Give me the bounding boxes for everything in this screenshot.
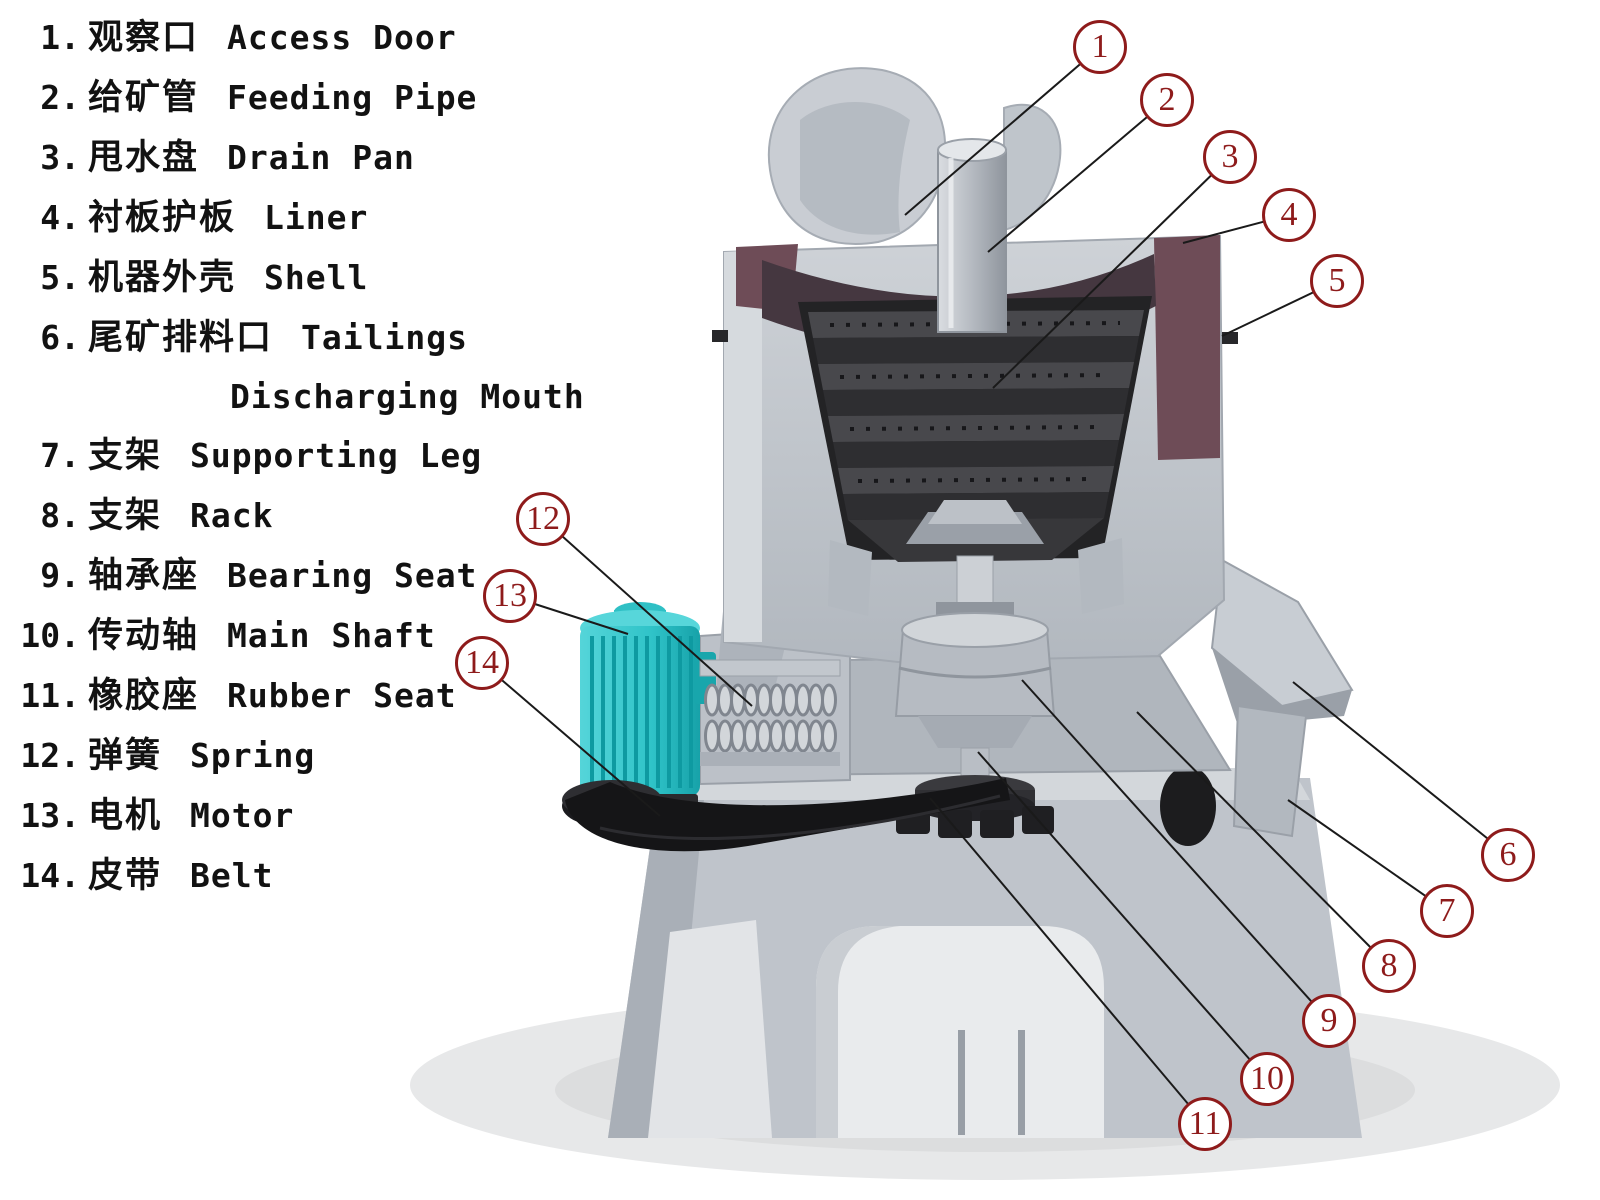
legend-number: 8.: [40, 496, 80, 535]
legend-number: 7.: [40, 436, 80, 475]
legend-zh: 支架: [88, 496, 163, 535]
legend: 1. 观察口 Access Door 2. 给矿管 Feeding Pipe 3…: [14, 8, 585, 906]
legend-item-shell: 5. 机器外壳 Shell: [14, 248, 585, 308]
legend-en: Liner: [264, 198, 369, 237]
callout-6-label: 6: [1499, 836, 1517, 873]
callout-2: 2: [1140, 73, 1194, 127]
drain-pan: [767, 67, 1062, 245]
legend-item-bearing-seat: 9. 轴承座 Bearing Seat: [14, 546, 585, 606]
legend-en: Rack: [190, 496, 274, 535]
legend-number: 3.: [40, 138, 80, 177]
callout-11-label: 11: [1188, 1105, 1222, 1142]
legend-item-tailings-mouth: 6. 尾矿排料口 Tailings: [14, 308, 585, 368]
legend-number: 13.: [20, 796, 80, 835]
legend-item-belt: 14. 皮带 Belt: [14, 846, 585, 906]
callout-1-label: 1: [1091, 28, 1109, 65]
legend-en: Motor: [190, 796, 295, 835]
legend-en: Drain Pan: [227, 138, 415, 177]
legend-number: 2.: [40, 78, 80, 117]
legend-zh: 弹簧: [88, 736, 163, 775]
tailings-discharging-mouth: [1210, 558, 1354, 726]
legend-item-drain-pan: 3. 甩水盘 Drain Pan: [14, 128, 585, 188]
legend-en: Bearing Seat: [227, 556, 478, 595]
callout-7: 7: [1420, 884, 1474, 938]
callout-8-label: 8: [1380, 947, 1398, 984]
legend-en: Spring: [190, 736, 316, 775]
legend-number: 5.: [40, 258, 80, 297]
legend-zh: 橡胶座: [88, 676, 200, 715]
legend-en: Tailings: [301, 318, 468, 357]
callout-5-label: 5: [1328, 262, 1346, 299]
legend-number: 12.: [20, 736, 80, 775]
callout-9: 9: [1302, 994, 1356, 1048]
legend-item-spring: 12. 弹簧 Spring: [14, 726, 585, 786]
feeding-pipe: [937, 138, 1007, 333]
callout-9-label: 9: [1320, 1002, 1338, 1039]
callout-1: 1: [1073, 20, 1127, 74]
spring-assembly: [699, 659, 841, 766]
legend-en: Shell: [264, 258, 369, 297]
callout-6: 6: [1481, 828, 1535, 882]
callout-10-label: 10: [1250, 1060, 1284, 1097]
supporting-leg: [1232, 704, 1308, 838]
callout-8: 8: [1362, 939, 1416, 993]
legend-en: Belt: [190, 856, 274, 895]
legend-zh: 皮带: [88, 856, 163, 895]
legend-en: Supporting Leg: [190, 436, 483, 475]
legend-number: 4.: [40, 198, 80, 237]
callout-3: 3: [1203, 130, 1257, 184]
legend-zh: 电机: [88, 796, 163, 835]
callout-4: 4: [1262, 188, 1316, 242]
legend-item-feeding-pipe: 2. 给矿管 Feeding Pipe: [14, 68, 585, 128]
legend-zh: 机器外壳: [88, 258, 237, 297]
legend-en: Access Door: [227, 18, 457, 57]
main-shaft-upper: [956, 555, 994, 609]
legend-number: 6.: [40, 318, 80, 357]
callout-3-label: 3: [1221, 138, 1239, 175]
callout-4-label: 4: [1280, 196, 1298, 233]
base-hole: [1160, 766, 1216, 846]
legend-item-supporting-leg: 7. 支架 Supporting Leg: [14, 426, 585, 486]
legend-zh: 支架: [88, 436, 163, 475]
legend-zh: 给矿管: [88, 78, 200, 117]
callout-5: 5: [1310, 254, 1364, 308]
legend-zh: 尾矿排料口: [88, 318, 274, 357]
legend-number: 9.: [40, 556, 80, 595]
callout-2-label: 2: [1158, 81, 1176, 118]
shell-bolt-right: [1222, 332, 1238, 344]
legend-zh: 传动轴: [88, 616, 200, 655]
legend-zh: 轴承座: [88, 556, 200, 595]
callout-11: 11: [1178, 1097, 1232, 1151]
legend-zh: 甩水盘: [88, 138, 200, 177]
legend-number: 1.: [40, 18, 80, 57]
legend-en: Feeding Pipe: [227, 78, 478, 117]
legend-zh: 观察口: [88, 18, 200, 57]
legend-item-liner: 4. 衬板护板 Liner: [14, 188, 585, 248]
legend-item-main-shaft: 10. 传动轴 Main Shaft: [14, 606, 585, 666]
legend-en: Rubber Seat: [227, 676, 457, 715]
legend-item-rubber-seat: 11. 橡胶座 Rubber Seat: [14, 666, 585, 726]
legend-item-tailings-mouth-line2: Discharging Mouth: [230, 377, 585, 416]
legend-number: 10.: [20, 616, 80, 655]
legend-number: 11.: [20, 676, 80, 715]
callout-7-label: 7: [1438, 892, 1456, 929]
legend-item-rack: 8. 支架 Rack: [14, 486, 585, 546]
shell-bolt-left: [712, 330, 728, 342]
callout-10: 10: [1240, 1052, 1294, 1106]
legend-en: Main Shaft: [227, 616, 436, 655]
legend-item-motor: 13. 电机 Motor: [14, 786, 585, 846]
legend-item-access-door: 1. 观察口 Access Door: [14, 8, 585, 68]
legend-zh: 衬板护板: [88, 198, 237, 237]
legend-number: 14.: [20, 856, 80, 895]
